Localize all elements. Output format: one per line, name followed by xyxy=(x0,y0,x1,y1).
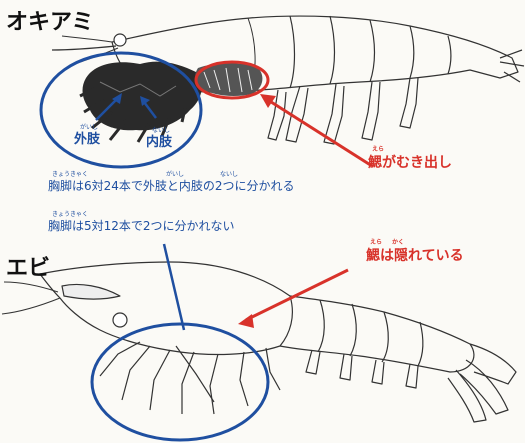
shrimp-caption: 胸脚は5対12本で2つに分かれない xyxy=(48,220,235,232)
krill-caption-ruby-3: ないし xyxy=(220,172,238,178)
krill-caption-ruby-2: がいし xyxy=(166,172,184,178)
krill-gill-note: 鰓がむき出し xyxy=(368,156,452,170)
shrimp-drawing xyxy=(2,262,516,422)
krill-caption: 胸脚は6対24本で外肢と内肢の2つに分かれる xyxy=(48,180,295,192)
inner-limb-label: 内肢 xyxy=(146,136,172,149)
krill-gill-note-ruby: えら xyxy=(372,147,384,153)
krill-gill-arrow xyxy=(260,94,372,166)
outer-limb-label: 外肢 xyxy=(74,133,100,146)
shrimp-gill-note-ruby-2: かく xyxy=(392,240,404,246)
shrimp-caption-ruby: きょうきゃく xyxy=(52,212,88,218)
krill-caption-ruby-1: きょうきゃく xyxy=(52,172,88,178)
outer-limb-ruby: がいし xyxy=(80,125,98,131)
shrimp-gill-note: 鰓は隠れている xyxy=(366,249,464,263)
shrimp-leg-pointer xyxy=(164,244,184,330)
shrimp-title: エビ xyxy=(6,258,50,280)
shrimp-legs-highlight-circle xyxy=(92,324,268,440)
krill-title: オキアミ xyxy=(6,12,94,34)
shrimp-gill-arrow xyxy=(238,270,348,328)
inner-limb-ruby: ないし xyxy=(152,128,170,134)
shrimp-gill-note-ruby-1: えら xyxy=(370,240,382,246)
